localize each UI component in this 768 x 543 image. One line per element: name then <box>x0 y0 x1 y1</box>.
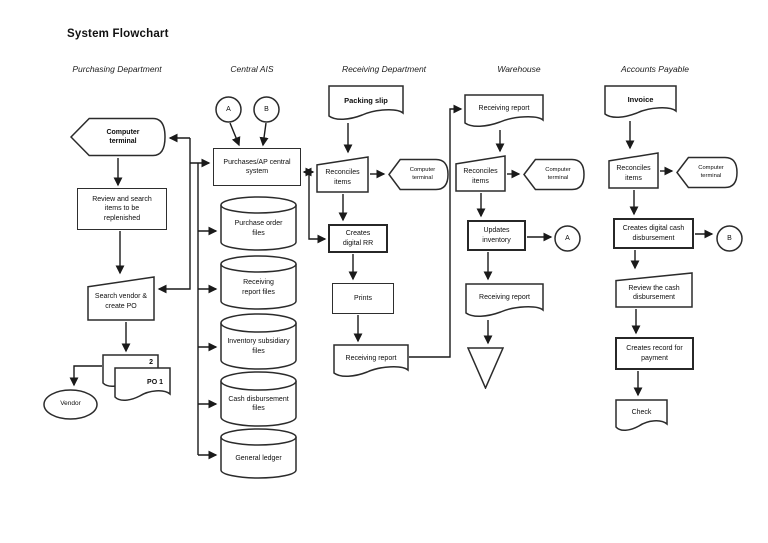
inventory-subsidiary-files-cylinder: Inventory subsidiary files <box>220 313 297 370</box>
connector-circle-b-ap: B <box>716 225 743 252</box>
purchase-order-files-cylinder: Purchase order files <box>220 196 297 251</box>
connector-circle-a-warehouse: A <box>554 225 581 252</box>
computer-terminal-receiving: Computer terminal <box>388 158 449 191</box>
creates-digital-cash-disbursement-box: Creates digital cash disbursement <box>613 218 694 249</box>
review-items-box: Review and search items to be replenishe… <box>77 188 167 230</box>
file-storage-triangle <box>467 347 504 389</box>
receiving-report-document-warehouse-top: Receiving report <box>464 94 544 129</box>
receiving-report-document-warehouse-bottom: Receiving report <box>465 283 544 319</box>
purchases-ap-central-system-box: Purchases/AP central system <box>213 148 301 186</box>
column-header-central-ais: Central AIS <box>230 64 274 74</box>
cash-disbursement-files-cylinder: Cash disbursement files <box>220 371 297 427</box>
column-header-accounts-payable: Accounts Payable <box>620 64 690 74</box>
po-document-copy-1: PO 1 <box>114 367 171 403</box>
connector-circle-a: A <box>215 96 242 123</box>
receiving-report-files-cylinder: Receiving report files <box>220 255 297 310</box>
connector-circle-b: B <box>253 96 280 123</box>
general-ledger-cylinder: General ledger <box>220 428 297 479</box>
updates-inventory-box: Updates inventory <box>467 220 526 251</box>
review-cash-disbursement-box: Review the cash disbursement <box>615 272 693 308</box>
computer-terminal-purchasing: Computer terminal <box>70 117 166 157</box>
computer-terminal-ap: Computer terminal <box>676 156 738 189</box>
creates-record-for-payment-box: Creates record for payment <box>615 337 694 370</box>
search-vendor-box: Search vendor & create PO <box>87 276 155 321</box>
invoice-document: Invoice <box>604 85 677 120</box>
computer-terminal-warehouse: Computer terminal <box>523 158 585 191</box>
prints-box: Prints <box>332 283 394 314</box>
check-document: Check <box>615 399 668 433</box>
column-header-purchasing: Purchasing Department <box>72 64 162 74</box>
receiving-report-document-receiving: Receiving report <box>333 344 409 379</box>
reconciles-items-ap-box: Reconciles items <box>608 152 659 189</box>
reconciles-items-receiving-box: Reconciles items <box>316 156 369 193</box>
column-header-warehouse: Warehouse <box>497 64 541 74</box>
packing-slip-document: Packing slip <box>328 85 404 122</box>
reconciles-items-warehouse-box: Reconciles items <box>455 155 506 192</box>
column-header-receiving: Receiving Department <box>341 64 427 74</box>
creates-digital-rr-box: Creates digital RR <box>328 224 388 253</box>
vendor-oval: Vendor <box>43 389 98 420</box>
page-title: System Flowchart <box>67 28 169 40</box>
